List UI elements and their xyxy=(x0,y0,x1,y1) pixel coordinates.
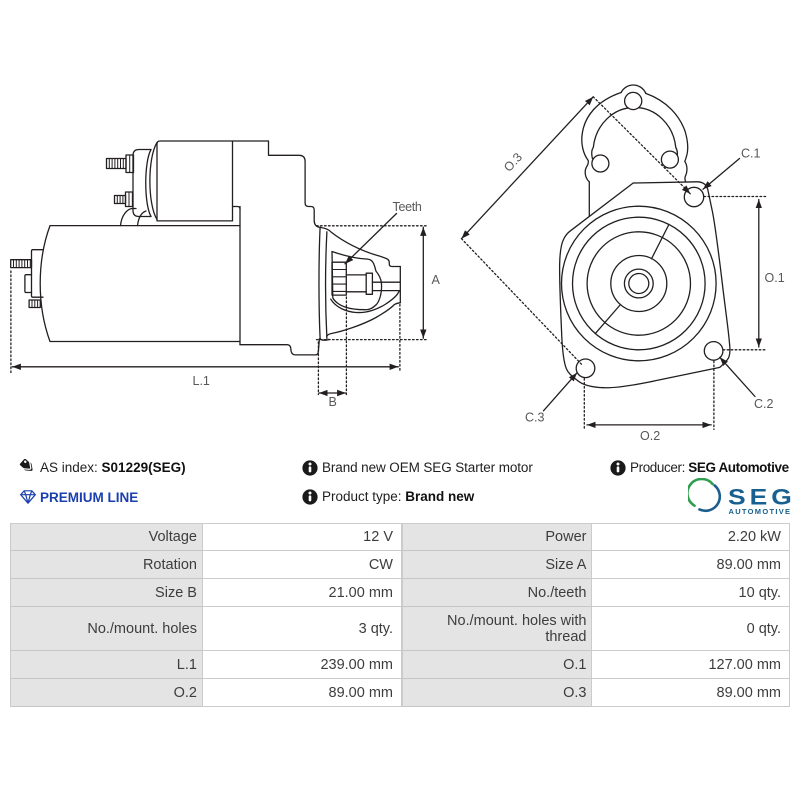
svg-text:O.2: O.2 xyxy=(640,429,660,443)
svg-text:O.1: O.1 xyxy=(765,271,785,285)
svg-text:L.1: L.1 xyxy=(193,374,210,388)
svg-text:C.2: C.2 xyxy=(754,397,774,411)
svg-text:B: B xyxy=(329,395,337,409)
svg-text:AUTOMOTIVE: AUTOMOTIVE xyxy=(729,507,792,516)
svg-text:C.3: C.3 xyxy=(525,411,545,425)
svg-text:SEG: SEG xyxy=(728,485,792,510)
svg-text:Teeth: Teeth xyxy=(393,200,422,214)
svg-text:O.3: O.3 xyxy=(501,150,525,174)
svg-text:A: A xyxy=(432,273,441,287)
svg-text:C.1: C.1 xyxy=(741,147,761,161)
